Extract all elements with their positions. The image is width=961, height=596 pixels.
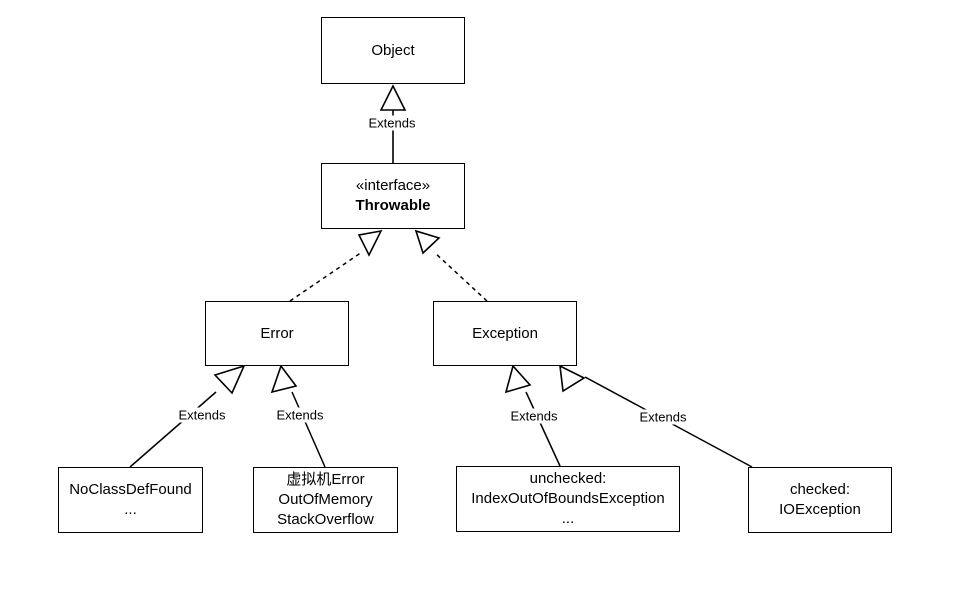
class-node-checked[interactable]: checked: IOException <box>748 467 892 533</box>
hollow-triangle-arrowhead <box>414 229 441 255</box>
edge-noclassdeffound-extends-error <box>129 364 246 468</box>
edge-unchecked-extends-exception <box>504 364 561 467</box>
hollow-triangle-arrowhead <box>379 84 407 111</box>
edge-label-unchecked-extends-exception: Extends <box>508 408 560 424</box>
hollow-triangle-arrowhead <box>504 364 532 394</box>
class-node-unchecked-line-1: unchecked: <box>529 470 607 487</box>
edge-label-vmerrors-extends-error: Extends <box>274 407 326 423</box>
edge-error-implements-throwable <box>289 229 383 302</box>
hollow-triangle-arrowhead <box>559 364 586 393</box>
class-node-noclassdeffound[interactable]: NoClassDefFound ... <box>58 467 203 533</box>
edge-line <box>525 391 561 467</box>
class-node-vm-errors-line-2: OutOfMemory <box>278 491 373 508</box>
hollow-triangle-arrowhead <box>270 364 298 394</box>
class-node-vm-errors-line-3: StackOverflow <box>277 511 374 528</box>
class-node-object[interactable]: Object <box>321 17 465 84</box>
hollow-triangle-arrowhead <box>357 229 383 257</box>
edge-exception-implements-throwable <box>414 229 488 302</box>
class-node-throwable-label: Throwable <box>355 197 431 214</box>
edge-vmerrors-extends-error <box>270 364 326 468</box>
edge-line-dashed <box>289 251 363 302</box>
class-node-vm-errors[interactable]: 虚拟机Error OutOfMemory StackOverflow <box>253 467 398 533</box>
class-node-throwable[interactable]: «interface» Throwable <box>321 163 465 229</box>
class-node-noclassdeffound-ellipsis: ... <box>124 501 137 518</box>
class-node-noclassdeffound-label: NoClassDefFound <box>69 481 192 498</box>
class-node-exception[interactable]: Exception <box>433 301 577 366</box>
class-node-throwable-stereotype: «interface» <box>355 177 431 194</box>
class-node-unchecked-line-2: IndexOutOfBoundsException <box>471 490 665 507</box>
class-node-error-label: Error <box>260 324 294 342</box>
hollow-triangle-arrowhead <box>213 364 246 395</box>
edge-label-checked-extends-exception: Extends <box>637 409 689 425</box>
class-node-checked-line-1: checked: <box>789 481 851 498</box>
edge-line <box>129 391 217 468</box>
class-node-checked-line-2: IOException <box>779 501 861 518</box>
class-node-vm-errors-line-1: 虚拟机Error <box>286 471 365 488</box>
edge-label-throwable-extends-object: Extends <box>366 115 418 131</box>
class-node-object-label: Object <box>371 41 415 59</box>
class-node-error[interactable]: Error <box>205 301 349 366</box>
edge-line <box>291 391 326 468</box>
class-node-unchecked[interactable]: unchecked: IndexOutOfBoundsException ... <box>456 466 680 532</box>
class-node-unchecked-ellipsis: ... <box>561 510 575 527</box>
edge-label-noclassdeffound-extends-error: Extends <box>176 407 228 423</box>
edge-line-dashed <box>433 251 488 302</box>
class-node-exception-label: Exception <box>472 324 538 342</box>
